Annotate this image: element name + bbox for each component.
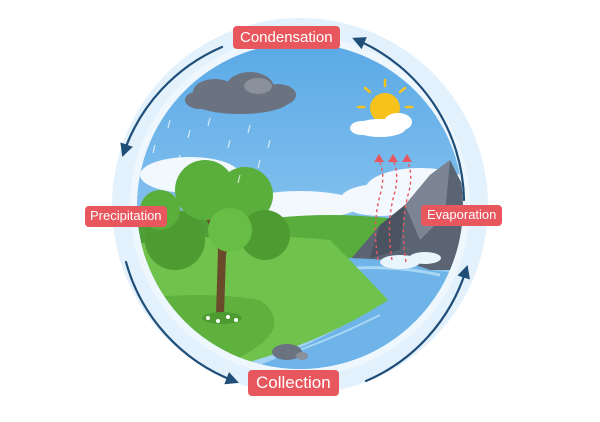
cycle-arrows [120, 37, 470, 385]
label-precipitation: Precipitation [85, 206, 167, 227]
rock-icon [272, 344, 308, 360]
label-condensation: Condensation [233, 26, 340, 50]
label-collection: Collection [248, 370, 339, 396]
cycle-arrow-icon [124, 260, 239, 385]
sun-icon [350, 78, 414, 137]
tree-icon [140, 160, 290, 324]
steam-arrow-icon [374, 159, 412, 263]
cycle-arrow-icon [364, 264, 470, 383]
rain [152, 117, 271, 184]
cycle-arrow-icon [352, 37, 466, 202]
label-evaporation: Evaporation [421, 205, 503, 226]
cycle-arrow-icon [120, 45, 224, 157]
